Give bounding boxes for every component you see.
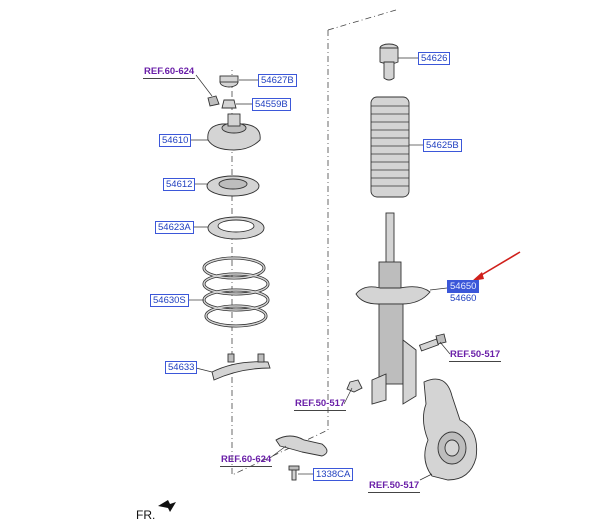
leader-lines bbox=[188, 57, 451, 481]
label-54627b[interactable]: 54627B bbox=[258, 74, 297, 87]
top-mount-nut bbox=[207, 95, 220, 107]
label-54623a[interactable]: 54623A bbox=[155, 221, 194, 234]
strut-mount bbox=[207, 113, 261, 151]
front-direction-arrow-icon bbox=[158, 500, 176, 512]
lower-spring-pad bbox=[211, 353, 271, 381]
label-54660[interactable]: 54660 bbox=[450, 293, 477, 304]
label-1338ca[interactable]: 1338CA bbox=[313, 468, 354, 481]
label-54633[interactable]: 54633 bbox=[165, 361, 198, 374]
assembly-outline-top bbox=[327, 9, 397, 31]
label-54610[interactable]: 54610 bbox=[159, 134, 192, 147]
front-direction-label: FR. bbox=[136, 508, 156, 522]
ref-60-624-top[interactable]: REF.60-624 bbox=[143, 66, 196, 79]
strut-nut bbox=[346, 379, 363, 393]
ref-50-517-bolt[interactable]: REF.50-517 bbox=[449, 349, 502, 362]
upper-spring-pad bbox=[207, 216, 265, 240]
label-54650[interactable]: 54650 bbox=[447, 280, 480, 293]
label-54626[interactable]: 54626 bbox=[418, 52, 451, 65]
bracket-bolt bbox=[288, 465, 300, 481]
mount-nut bbox=[221, 99, 237, 109]
ref-50-517-nut[interactable]: REF.50-517 bbox=[294, 398, 347, 411]
dust-cover bbox=[370, 96, 410, 198]
mount-cap bbox=[219, 75, 239, 88]
label-54559b[interactable]: 54559B bbox=[252, 98, 291, 111]
assembly-outline-side bbox=[231, 30, 329, 476]
strut-assembly bbox=[355, 212, 431, 405]
bump-stopper bbox=[379, 43, 399, 81]
brake-hose-bracket bbox=[275, 435, 328, 457]
coil-spring bbox=[202, 256, 270, 328]
steering-knuckle bbox=[423, 378, 478, 481]
label-54630s[interactable]: 54630S bbox=[150, 294, 189, 307]
strut-bearing bbox=[206, 175, 260, 197]
label-54625b[interactable]: 54625B bbox=[423, 139, 462, 152]
ref-50-517-knuckle[interactable]: REF.50-517 bbox=[368, 480, 421, 493]
ref-60-624-bracket[interactable]: REF.60-624 bbox=[220, 454, 273, 467]
label-54612[interactable]: 54612 bbox=[163, 178, 196, 191]
red-indicator-arrow bbox=[472, 251, 521, 281]
strut-bolt bbox=[418, 333, 447, 352]
